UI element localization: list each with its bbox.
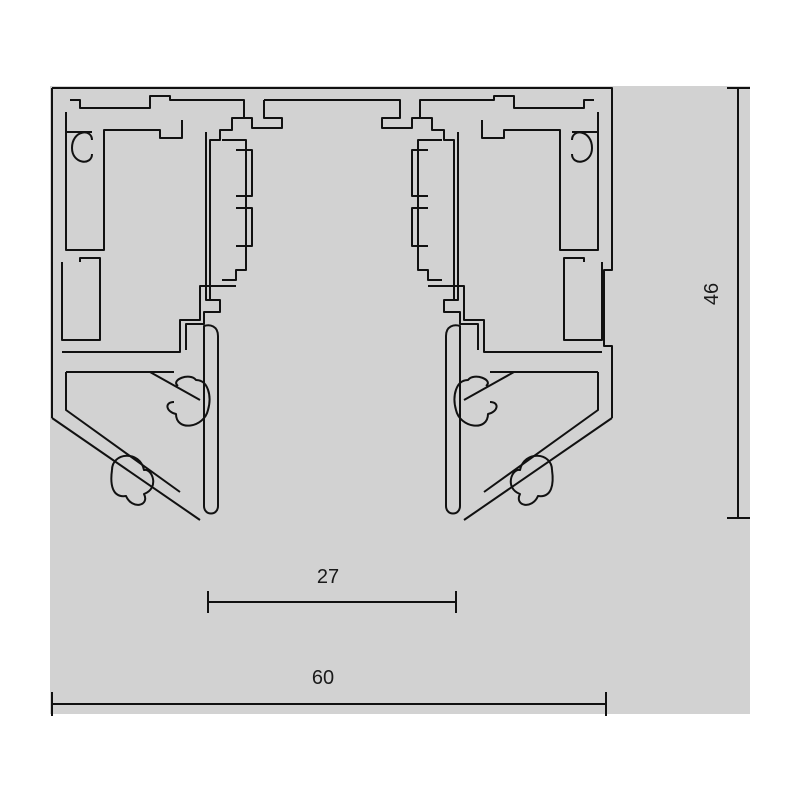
top-slot-left — [70, 95, 245, 300]
top-slot-right — [419, 95, 594, 300]
height-dimension — [727, 87, 750, 519]
height-dimension-label: 46 — [701, 283, 723, 305]
left-bottom-hook — [110, 454, 155, 506]
left-hook-upper — [71, 131, 93, 163]
drawing-panel — [50, 86, 750, 714]
aluminium-profile — [51, 87, 613, 521]
profile-top-outline — [51, 87, 613, 418]
opening-dimension — [207, 591, 457, 613]
width-dimension — [51, 692, 607, 716]
right-hook-upper — [571, 131, 593, 163]
right-clip — [453, 375, 498, 427]
right-snap-lip — [445, 324, 461, 515]
left-rail-contacts — [222, 139, 253, 281]
right-rail-contacts — [411, 139, 442, 281]
left-diagonal-holder — [51, 371, 201, 521]
right-bottom-hook — [509, 454, 554, 506]
width-dimension-label: 60 — [312, 667, 334, 689]
opening-dimension-label: 27 — [317, 566, 339, 588]
left-snap-lip — [203, 324, 219, 515]
left-wall-steps — [185, 132, 221, 350]
right-diagonal-holder — [463, 371, 613, 521]
right-wall-steps — [443, 132, 479, 350]
center-channel — [244, 99, 420, 129]
left-clip — [166, 375, 211, 427]
